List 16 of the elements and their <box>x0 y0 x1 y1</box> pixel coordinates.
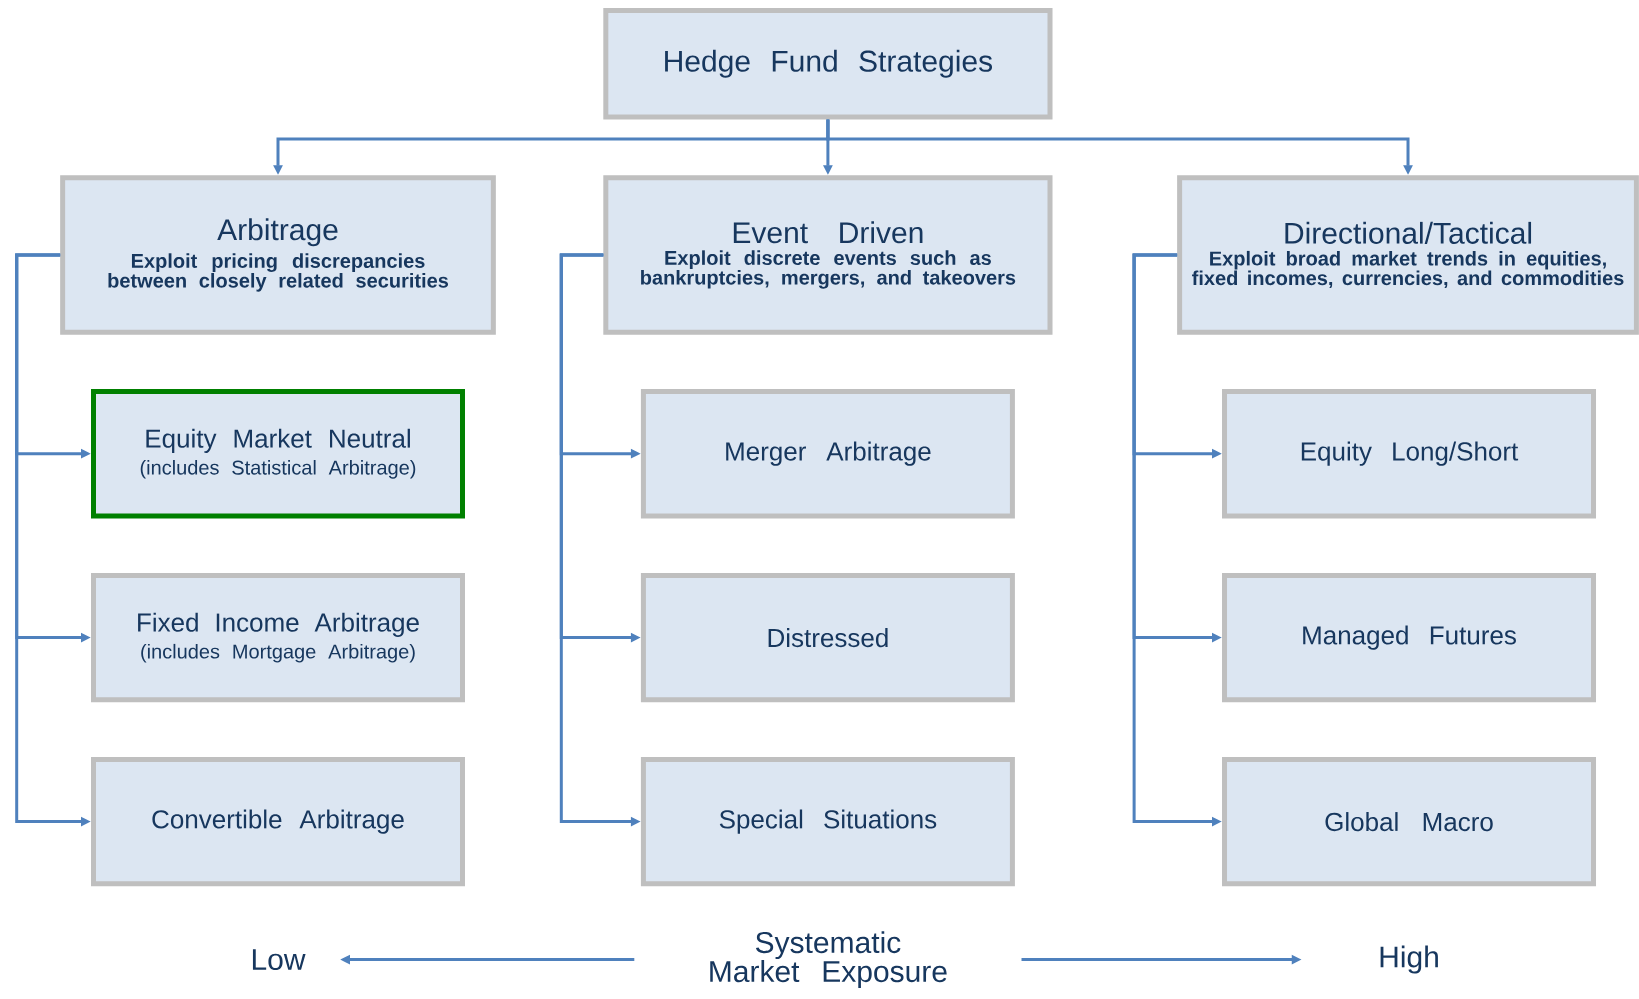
category-box: Arbitrage Exploit pricing discrepancies between closely related securities <box>60 175 496 335</box>
strategy-box: Merger Arbitrage <box>640 389 1015 519</box>
strategy-box: Equity Market Neutral (includes Statistical Arbitrage) <box>91 389 465 519</box>
axis-label: Low <box>252 949 306 971</box>
strategy-box: Fixed Income Arbitrage (includes Mortgage Arbitrage) <box>91 572 465 703</box>
category-box: Directional/Tactical Exploit broad market trends in equities, fixed incomes, currencies, and commodities <box>1177 175 1639 335</box>
axis-label: Systematic Market Exposure <box>710 931 947 989</box>
title-box: Hedge Fund Strategies <box>603 8 1053 120</box>
strategy-box: Distressed <box>640 572 1015 703</box>
axis-label: High <box>1380 945 1438 974</box>
strategy-box: Managed Futures <box>1222 572 1596 703</box>
strategy-box: Global Macro <box>1222 756 1596 887</box>
category-box: Event Driven Exploit discrete events such as bankruptcies, mergers, and takeovers <box>603 175 1053 335</box>
strategy-box: Equity Long/Short <box>1222 389 1596 519</box>
strategy-box: Special Situations <box>640 756 1015 887</box>
strategy-box: Convertible Arbitrage <box>91 756 465 887</box>
